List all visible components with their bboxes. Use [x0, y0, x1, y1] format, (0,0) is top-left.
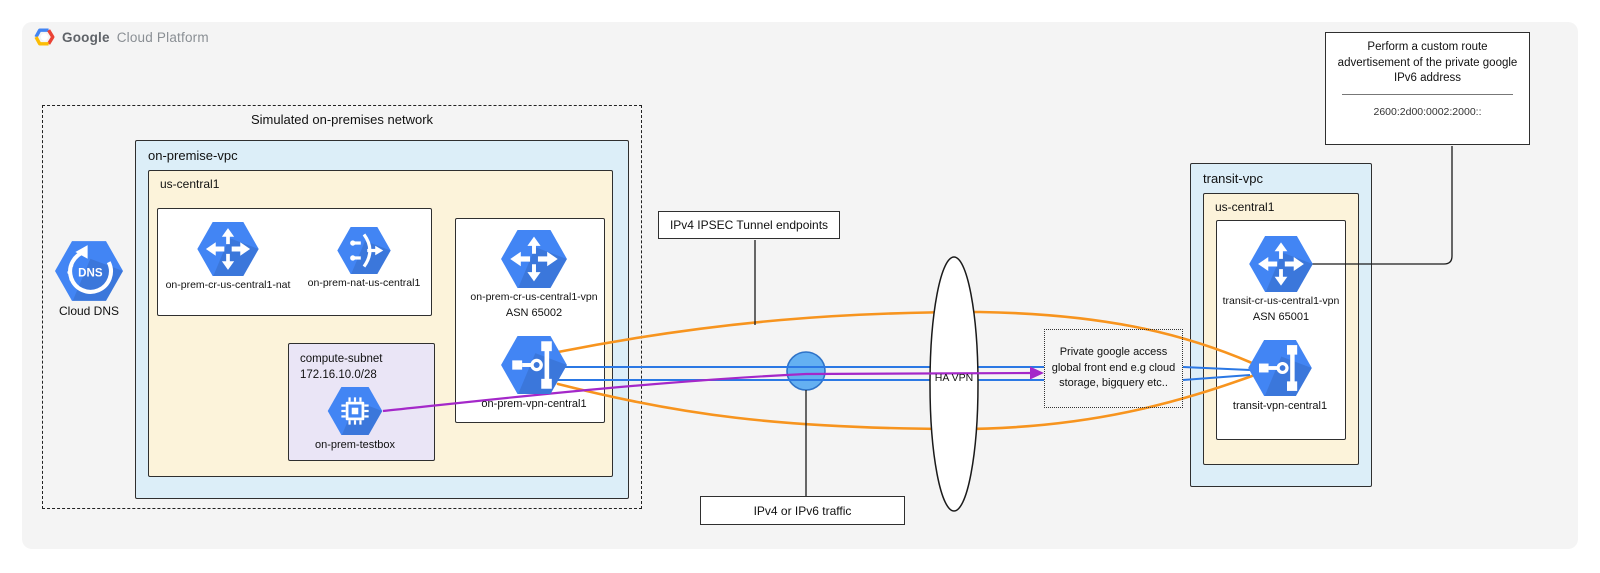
- gcp-hexagon-logo-icon: [34, 28, 55, 46]
- dns-glyph-text: DNS: [78, 267, 103, 279]
- ipsec-endpoints-label-box: IPv4 IPSEC Tunnel endpoints: [658, 211, 840, 239]
- callout-divider: [1342, 93, 1513, 95]
- onprem-vpc-label: on-premise-vpc: [148, 148, 238, 163]
- node-onprem-nat: on-prem-nat-us-central1: [289, 227, 439, 291]
- callout-text: Perform a custom route advertisement of …: [1337, 41, 1518, 85]
- transit-vpc-label: transit-vpc: [1203, 171, 1263, 186]
- node-onprem-testbox: on-prem-testbox: [280, 387, 430, 452]
- onprem-region-label: us-central1: [160, 177, 220, 191]
- node-label-transit-vpn-gateway: transit-vpn-central1: [1232, 400, 1328, 412]
- compute-engine-icon: [327, 387, 383, 435]
- node-label-onprem-router-vpn: on-prem-cr-us-central1-vpn: [470, 291, 598, 303]
- node-onprem-vpn-gateway: on-prem-vpn-central1: [459, 336, 609, 411]
- cloud-router-icon: [197, 222, 259, 276]
- node-label-transit-router-asn: ASN 65001: [1252, 310, 1310, 323]
- ha-vpn-label: HA VPN: [934, 372, 974, 384]
- node-label-cloud-dns: Cloud DNS: [58, 304, 120, 318]
- node-label-onprem-nat: on-prem-nat-us-central1: [307, 277, 421, 289]
- node-cloud-dns: DNS Cloud DNS: [14, 241, 164, 320]
- node-label-onprem-testbox: on-prem-testbox: [314, 439, 396, 451]
- traffic-label-box: IPv4 or IPv6 traffic: [700, 496, 905, 525]
- cloud-vpn-icon: [501, 336, 567, 394]
- onprem-nat-group-box: [157, 208, 432, 316]
- cloud-router-icon: [1249, 236, 1313, 292]
- node-label-onprem-router-vpn-asn: ASN 65002: [505, 306, 563, 319]
- node-label-onprem-vpn-gateway: on-prem-vpn-central1: [481, 398, 587, 410]
- node-onprem-router-nat: on-prem-cr-us-central1-nat: [153, 222, 303, 293]
- node-transit-router: transit-cr-us-central1-vpn ASN 65001: [1206, 236, 1356, 324]
- node-label-onprem-router-nat: on-prem-cr-us-central1-nat: [165, 279, 291, 291]
- logo-text-google: Google: [62, 29, 110, 45]
- cloud-router-icon: [501, 230, 567, 288]
- node-onprem-router-vpn: on-prem-cr-us-central1-vpn ASN 65002: [459, 230, 609, 320]
- onprem-dashed-container: [42, 105, 642, 509]
- subnet-name: compute-subnet: [300, 353, 383, 365]
- onprem-container-label: Simulated on-premises network: [250, 112, 434, 127]
- subnet-cidr: 172.16.10.0/28: [300, 368, 377, 381]
- node-label-transit-router: transit-cr-us-central1-vpn: [1222, 295, 1340, 307]
- logo-text-cloud-platform: Cloud Platform: [116, 29, 209, 45]
- cloud-vpn-icon: [1248, 340, 1312, 396]
- transit-region-label: us-central1: [1215, 200, 1275, 214]
- node-transit-vpn-gateway: transit-vpn-central1: [1205, 340, 1355, 413]
- cloud-nat-icon: [337, 227, 391, 274]
- private-google-access-box: Private google access global front end e…: [1044, 329, 1183, 408]
- gcp-logo: Google Cloud Platform: [34, 28, 209, 46]
- callout-custom-route: Perform a custom route advertisement of …: [1325, 32, 1530, 145]
- callout-ipv6-address: 2600:2d00:0002:2000::: [1373, 105, 1482, 118]
- cloud-dns-icon: DNS: [55, 241, 123, 301]
